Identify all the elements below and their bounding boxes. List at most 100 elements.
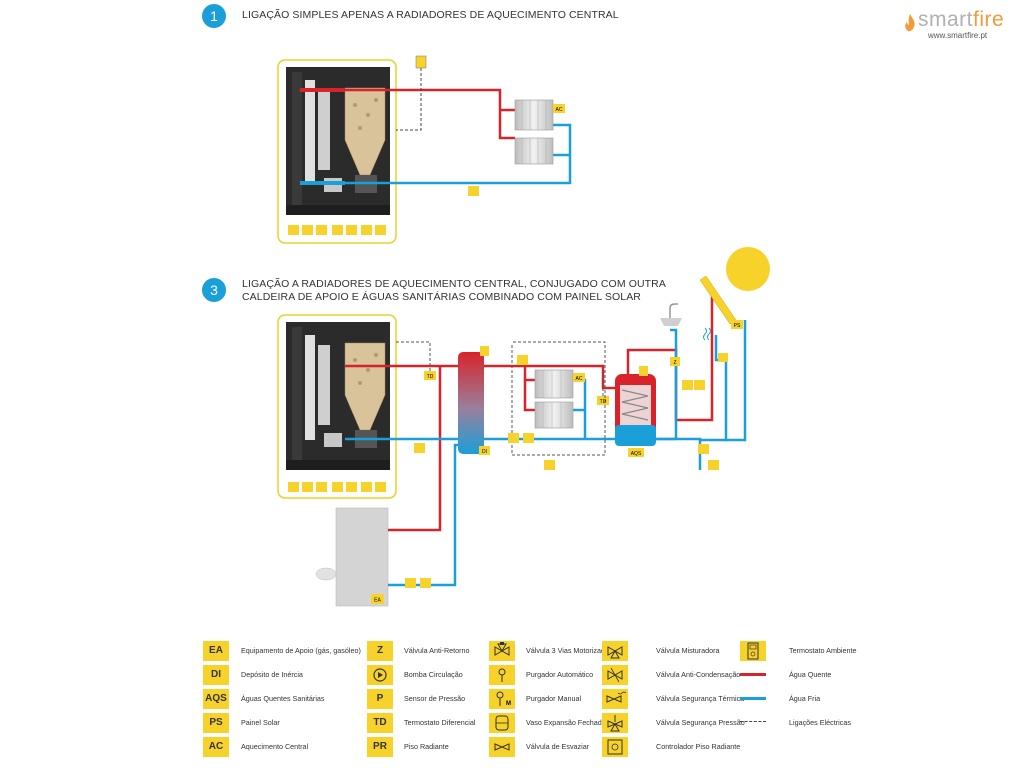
manual-purge-icon: M bbox=[489, 689, 515, 709]
legend-symbol-label: Sensor de Pressão bbox=[404, 694, 466, 703]
pressure-safety-valve-icon bbox=[602, 713, 628, 733]
electrical-link bbox=[396, 68, 422, 131]
section-1-title: LIGAÇÃO SIMPLES APENAS A RADIADORES DE A… bbox=[242, 9, 619, 22]
brand-name: smartfire bbox=[918, 8, 1005, 31]
legend-symbol-label: Bomba Circulação bbox=[404, 670, 463, 679]
legend-code-badge: PS bbox=[203, 713, 229, 733]
boiler-control-panel bbox=[288, 482, 386, 492]
pump-icon bbox=[508, 433, 519, 443]
section-1-title-line: LIGAÇÃO SIMPLES APENAS A RADIADORES DE A… bbox=[242, 9, 619, 21]
sink-icon bbox=[660, 303, 682, 326]
legend-symbol-label: Água Fria bbox=[789, 694, 821, 703]
expansion-vessel-icon bbox=[414, 443, 425, 453]
dhw-tank: AQS bbox=[615, 366, 656, 457]
electrical-line-swatch bbox=[740, 721, 766, 722]
legend-symbol-badge: P bbox=[367, 689, 393, 709]
auto-purge-icon bbox=[489, 665, 515, 685]
ps-label: PS bbox=[734, 323, 741, 329]
legend-symbol-label: Válvula de Esvaziar bbox=[526, 742, 590, 751]
floor-controller-icon bbox=[602, 737, 628, 757]
three-way-valve-icon bbox=[517, 355, 528, 365]
auto-purge-icon bbox=[480, 346, 489, 356]
section-3-title: LIGAÇÃO A RADIADORES DE AQUECIMENTO CENT… bbox=[242, 278, 666, 304]
pump-icon bbox=[718, 353, 728, 362]
ac-label: AC bbox=[576, 376, 583, 382]
backup-boiler: EA bbox=[315, 507, 389, 607]
installation-diagram: AC bbox=[277, 55, 770, 607]
legend-symbol-label: Termostato Ambiente bbox=[789, 646, 857, 655]
thermal-safety-valve-icon bbox=[602, 689, 628, 709]
boiler-control-panel bbox=[288, 225, 386, 235]
flame-icon bbox=[905, 14, 915, 32]
legend-code-label: Águas Quentes Sanitárias bbox=[241, 694, 325, 703]
diagram-3: EA DI bbox=[277, 247, 770, 607]
legend-symbol-label: Purgador Manual bbox=[526, 694, 582, 703]
legend-code-badge: DI bbox=[203, 665, 229, 685]
pump-icon bbox=[405, 578, 416, 588]
expansion-vessel-icon bbox=[489, 713, 515, 733]
section-3-title-line-1: LIGAÇÃO A RADIADORES DE AQUECIMENTO CENT… bbox=[242, 278, 666, 290]
expansion-vessel-icon bbox=[694, 380, 705, 390]
legend-symbol-label: Água Quente bbox=[789, 670, 832, 679]
legend-symbol-label: Purgador Automático bbox=[526, 670, 594, 679]
diagram-1: AC bbox=[277, 55, 572, 244]
step-number-3: 3 bbox=[202, 278, 226, 302]
legend-symbol-badge: PR bbox=[367, 737, 393, 757]
aqs-label: AQS bbox=[631, 451, 642, 457]
room-thermostat-icon bbox=[415, 55, 427, 69]
pellet-boiler bbox=[286, 67, 390, 215]
legend-symbol-label: Ligações Eléctricas bbox=[789, 718, 851, 727]
step-number-1: 1 bbox=[202, 4, 226, 28]
brand-logo: smartfire www.smartfire.pt bbox=[902, 8, 1018, 42]
drain-valve-icon bbox=[489, 737, 515, 757]
hot-water-pipes bbox=[345, 290, 714, 532]
steam-icon bbox=[703, 327, 711, 341]
legend-code-label: Painel Solar bbox=[241, 718, 280, 727]
inertia-tank: DI bbox=[458, 346, 490, 455]
legend-code-badge: EA bbox=[203, 641, 229, 661]
legend-symbol-label: Controlador Piso Radiante bbox=[656, 742, 741, 751]
cold-water-line-swatch bbox=[740, 697, 766, 700]
legend-symbol-label: Válvula Anti-Retorno bbox=[404, 646, 470, 655]
radiator: AC bbox=[534, 369, 585, 429]
three-way-valve-icon bbox=[489, 641, 515, 661]
legend-code-badge: AQS bbox=[203, 689, 229, 709]
td-label: TD bbox=[600, 399, 607, 405]
cold-water-pipes bbox=[345, 320, 747, 587]
legend-code-label: Equipamento de Apoio (gás, gasóleo) bbox=[241, 646, 361, 655]
check-valve-icon bbox=[420, 578, 431, 588]
legend-code-badge: AC bbox=[203, 737, 229, 757]
legend-code-label: Depósito de Inércia bbox=[241, 670, 303, 679]
ac-label: AC bbox=[556, 107, 563, 113]
pump-icon bbox=[367, 665, 393, 685]
hot-water-pipe bbox=[345, 88, 515, 140]
legend-symbol-label: Válvula Misturadora bbox=[656, 646, 720, 655]
td-label: TD bbox=[427, 374, 434, 380]
pump-icon bbox=[468, 186, 479, 196]
legend-symbol-badge: Z bbox=[367, 641, 393, 661]
legend-symbol-label: Válvula Segurança Térmica bbox=[656, 694, 745, 703]
legend-symbol-label: Termostato Diferencial bbox=[404, 718, 476, 727]
check-valve-icon bbox=[523, 433, 534, 443]
z-label: Z bbox=[673, 360, 676, 366]
pressure-safety-valve-icon bbox=[698, 444, 709, 454]
expansion-vessel-icon bbox=[544, 460, 555, 470]
legend-symbol-badge: TD bbox=[367, 713, 393, 733]
room-thermostat-icon bbox=[740, 641, 766, 661]
legend-symbol-label: Piso Radiante bbox=[404, 742, 449, 751]
radiator bbox=[514, 99, 554, 165]
electrical-links bbox=[396, 341, 606, 456]
svg-text:M: M bbox=[506, 701, 511, 707]
pump-icon bbox=[682, 380, 693, 390]
brand-url: www.smartfire.pt bbox=[928, 31, 988, 40]
solar-panel: PS bbox=[699, 275, 743, 329]
section-3-title-line-2: CALDEIRA DE APOIO E ÁGUAS SANITÁRIAS COM… bbox=[242, 291, 641, 303]
legend-symbol-label: Válvula Segurança Pressão bbox=[656, 718, 745, 727]
pellet-boiler bbox=[286, 322, 390, 470]
anti-condensation-valve-icon bbox=[602, 665, 628, 685]
legend-symbol-label: Válvula Anti-Condensação bbox=[656, 670, 741, 679]
legend-symbol-label: Válvula 3 Vias Motorizada bbox=[526, 646, 609, 655]
di-label: DI bbox=[482, 449, 487, 455]
ea-label: EA bbox=[374, 598, 381, 604]
legend-code-label: Aquecimento Central bbox=[241, 742, 309, 751]
